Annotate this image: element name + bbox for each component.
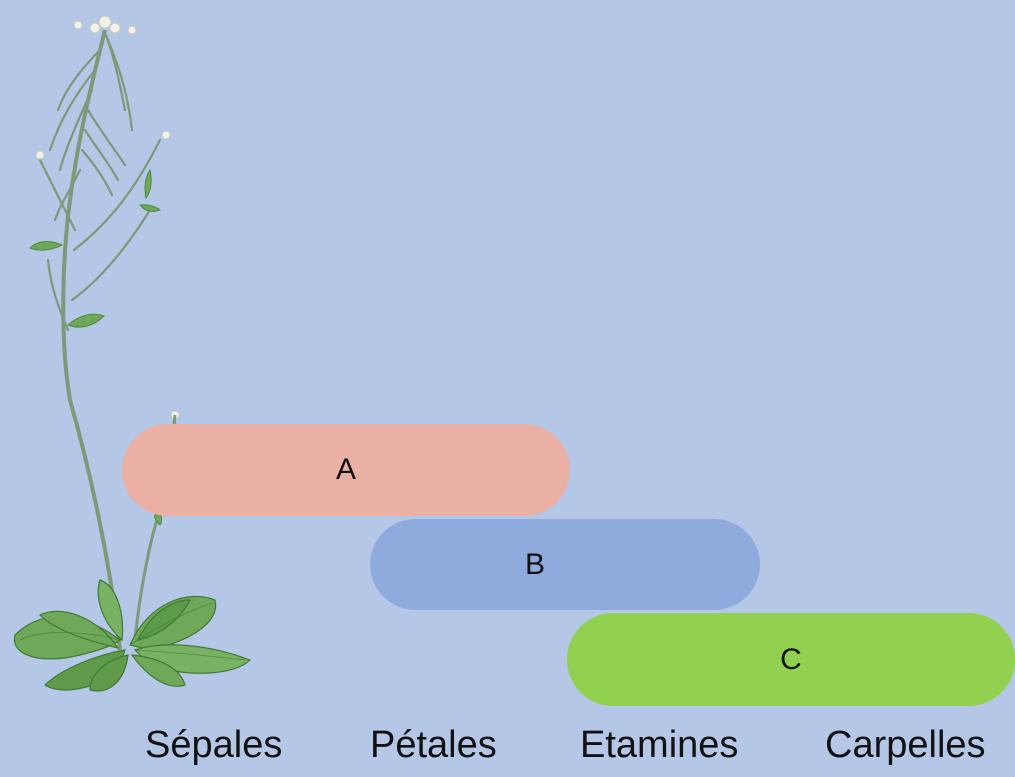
gene-bar-c: C — [567, 613, 1015, 706]
organ-label-sepales: Sépales — [145, 724, 282, 767]
gene-bar-b: B — [370, 519, 760, 610]
gene-bar-b-label: B — [525, 548, 545, 582]
organ-label-etamines: Etamines — [580, 724, 738, 767]
organ-label-carpelles: Carpelles — [825, 724, 986, 767]
gene-bar-a: A — [122, 424, 570, 516]
gene-bar-a-label: A — [336, 453, 356, 487]
arabidopsis-plant-icon — [0, 0, 270, 700]
organ-label-petales: Pétales — [370, 724, 497, 767]
gene-bar-c-label: C — [780, 643, 802, 677]
